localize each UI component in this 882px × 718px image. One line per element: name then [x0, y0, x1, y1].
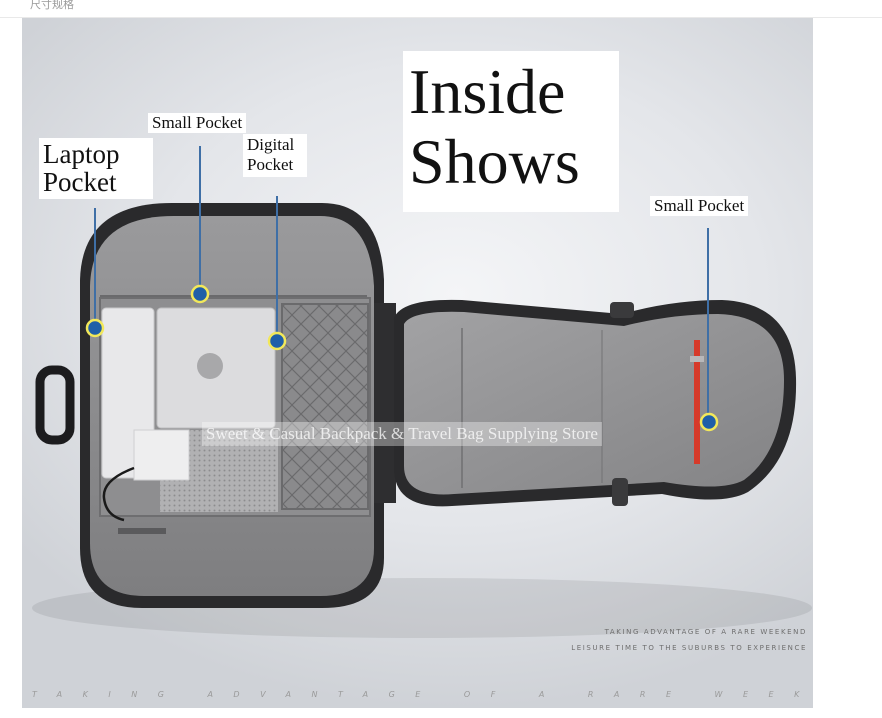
laptop-pocket-label: Laptop Pocket: [39, 138, 153, 199]
product-photo: Laptop Pocket Small Pocket Digital Pocke…: [22, 18, 813, 708]
bottom-tagline-strip: TAKING ADVANTAGE OF A RARE WEEKEND LEISU…: [32, 690, 812, 699]
inside-shows-title: Inside Shows: [403, 51, 619, 212]
marker-small-pocket-left: [190, 284, 210, 304]
marker-small-pocket-right: [699, 412, 719, 432]
quilted-pocket: [281, 303, 369, 510]
small-pocket-left-label: Small Pocket: [148, 113, 247, 133]
tagline-line-2: LEISURE TIME TO THE SUBURBS TO EXPERIENC…: [571, 644, 807, 652]
digital-pocket-label: Digital Pocket: [243, 134, 307, 177]
red-zipper: [694, 340, 700, 464]
small-pocket-right-label: Small Pocket: [650, 196, 749, 216]
backpack-illustration: [32, 146, 812, 638]
marker-laptop-pocket: [85, 318, 105, 338]
marker-digital-pocket: [267, 331, 287, 351]
top-divider: [0, 17, 882, 18]
side-handle: [35, 365, 75, 445]
page-caption: 尺寸规格: [30, 0, 74, 11]
tagline-line-1: TAKING ADVANTAGE OF A RARE WEEKEND: [604, 628, 807, 636]
store-watermark: Sweet & Casual Backpack & Travel Bag Sup…: [202, 422, 602, 446]
